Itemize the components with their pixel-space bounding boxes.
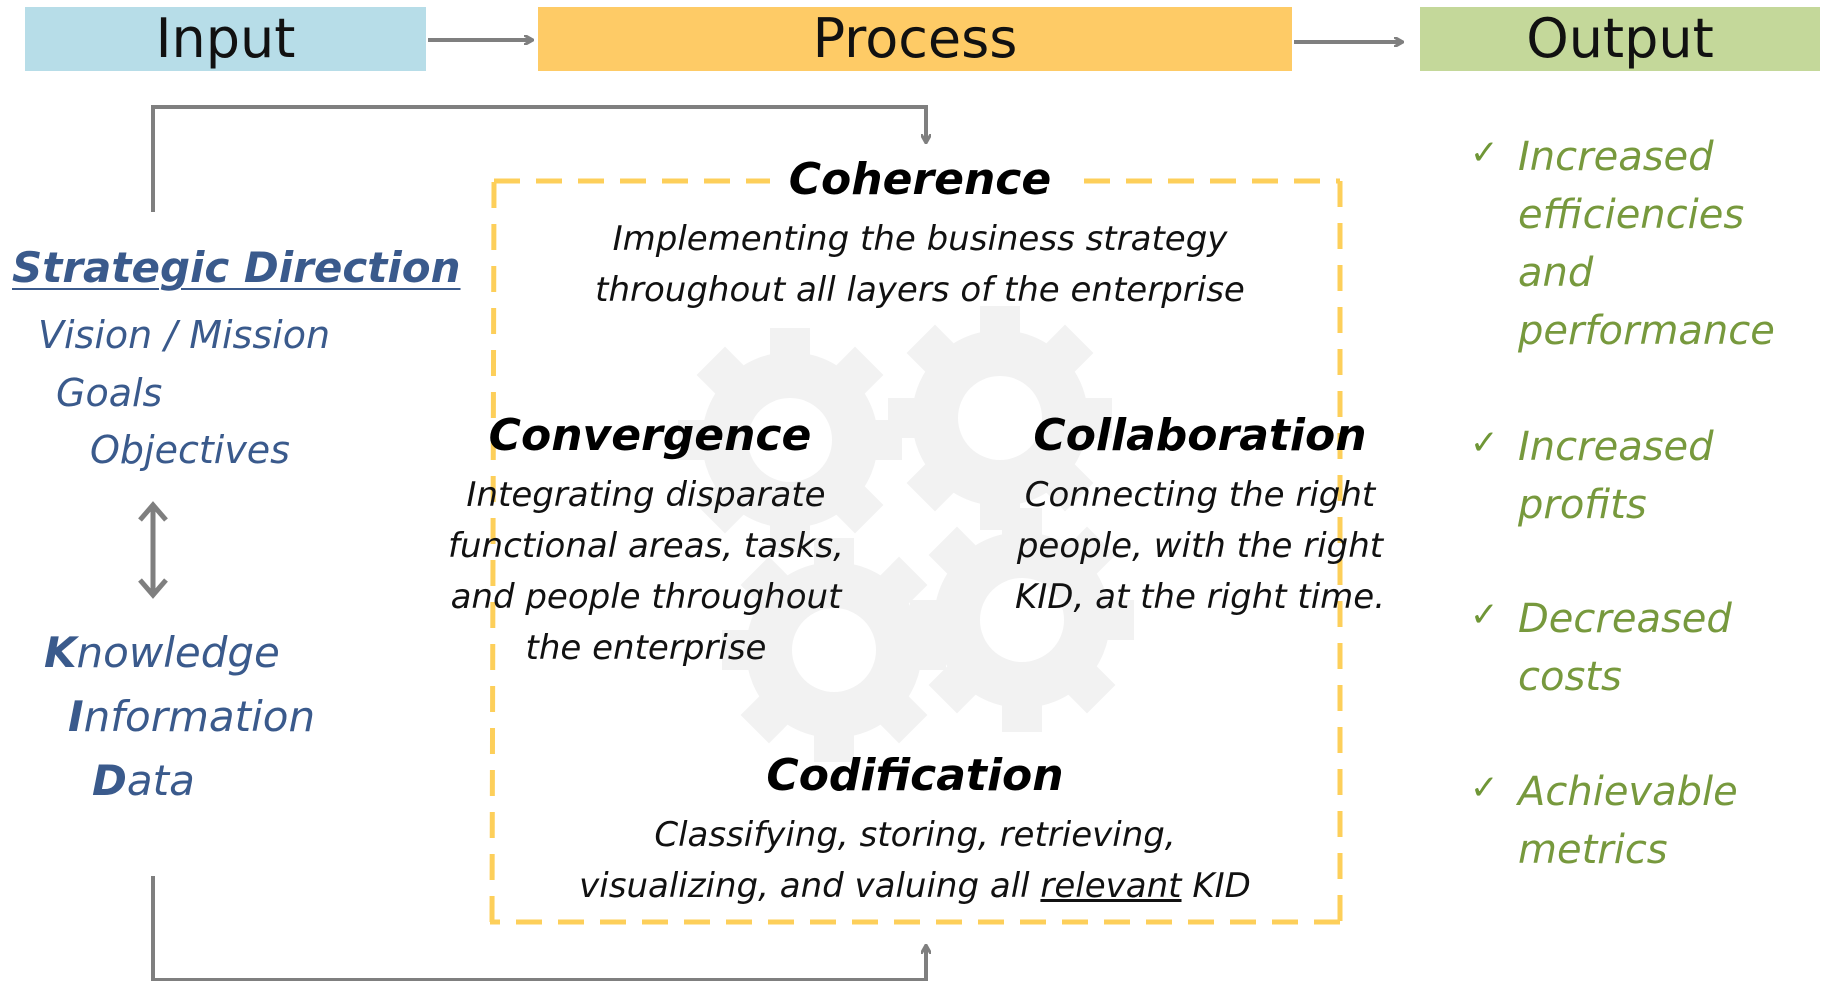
output-header: Output <box>1420 7 1820 71</box>
collaboration-title: Collaboration <box>1033 410 1367 461</box>
codification-line1: Classifying, storing, retrieving, <box>654 815 1176 855</box>
double-arrow-icon <box>138 501 168 599</box>
codification-title: Codification <box>766 750 1064 801</box>
output-item: ✓ Increased efficiencies and performance <box>1470 128 1775 360</box>
coherence-title: Coherence <box>788 154 1052 205</box>
convergence-title: Convergence <box>488 410 812 461</box>
kid-data-initial: D <box>92 756 127 805</box>
check-icon: ✓ <box>1470 133 1499 173</box>
kid-data: Data <box>92 756 195 805</box>
strategic-direction-heading: Strategic Direction <box>12 243 461 292</box>
process-header-label: Process <box>812 7 1018 70</box>
check-icon: ✓ <box>1470 423 1499 463</box>
codification-line2-relevant: relevant <box>1040 866 1182 906</box>
input-item-vision-mission: Vision / Mission <box>38 313 331 357</box>
input-header-label: Input <box>155 7 296 70</box>
output-item-text: Decreased costs <box>1518 596 1732 700</box>
check-icon: ✓ <box>1470 595 1499 635</box>
kid-knowledge: Knowledge <box>44 628 280 677</box>
kid-information: Information <box>68 692 315 741</box>
codification-line2-pre: visualizing, and valuing all <box>579 866 1041 906</box>
output-item-text: Achievable metrics <box>1518 769 1738 873</box>
kid-information-rest: nformation <box>83 692 316 741</box>
convergence-description: Integrating disparate functional areas, … <box>448 475 844 668</box>
check-icon: ✓ <box>1470 768 1499 808</box>
gear-icon <box>910 508 1134 732</box>
arrow-loop-bottom <box>151 876 926 981</box>
kid-knowledge-initial: K <box>44 628 77 677</box>
input-header: Input <box>25 7 426 71</box>
output-header-label: Output <box>1526 7 1714 70</box>
output-item: ✓ Increased profits <box>1470 418 1714 534</box>
codification-description: Classifying, storing, retrieving, visual… <box>520 810 1310 912</box>
process-header: Process <box>538 7 1292 71</box>
arrow-loop-top <box>151 105 926 212</box>
output-item-text: Increased profits <box>1518 424 1714 528</box>
codification-line2-post: KID <box>1181 866 1251 906</box>
input-item-goals: Goals <box>56 371 163 415</box>
output-item-text: Increased efficiencies and performance <box>1518 134 1775 354</box>
collaboration-description: Connecting the right people, with the ri… <box>1014 475 1385 617</box>
gear-icon <box>888 306 1112 530</box>
kid-information-initial: I <box>68 692 84 741</box>
input-item-objectives: Objectives <box>90 428 290 472</box>
gear-icon <box>722 538 946 762</box>
output-item: ✓ Achievable metrics <box>1470 763 1738 879</box>
coherence-description: Implementing the business strategy throu… <box>595 219 1245 310</box>
output-item: ✓ Decreased costs <box>1470 590 1732 706</box>
kid-knowledge-rest: nowledge <box>76 628 280 677</box>
kid-data-rest: ata <box>126 756 195 805</box>
process-dashed-box <box>489 178 1343 925</box>
